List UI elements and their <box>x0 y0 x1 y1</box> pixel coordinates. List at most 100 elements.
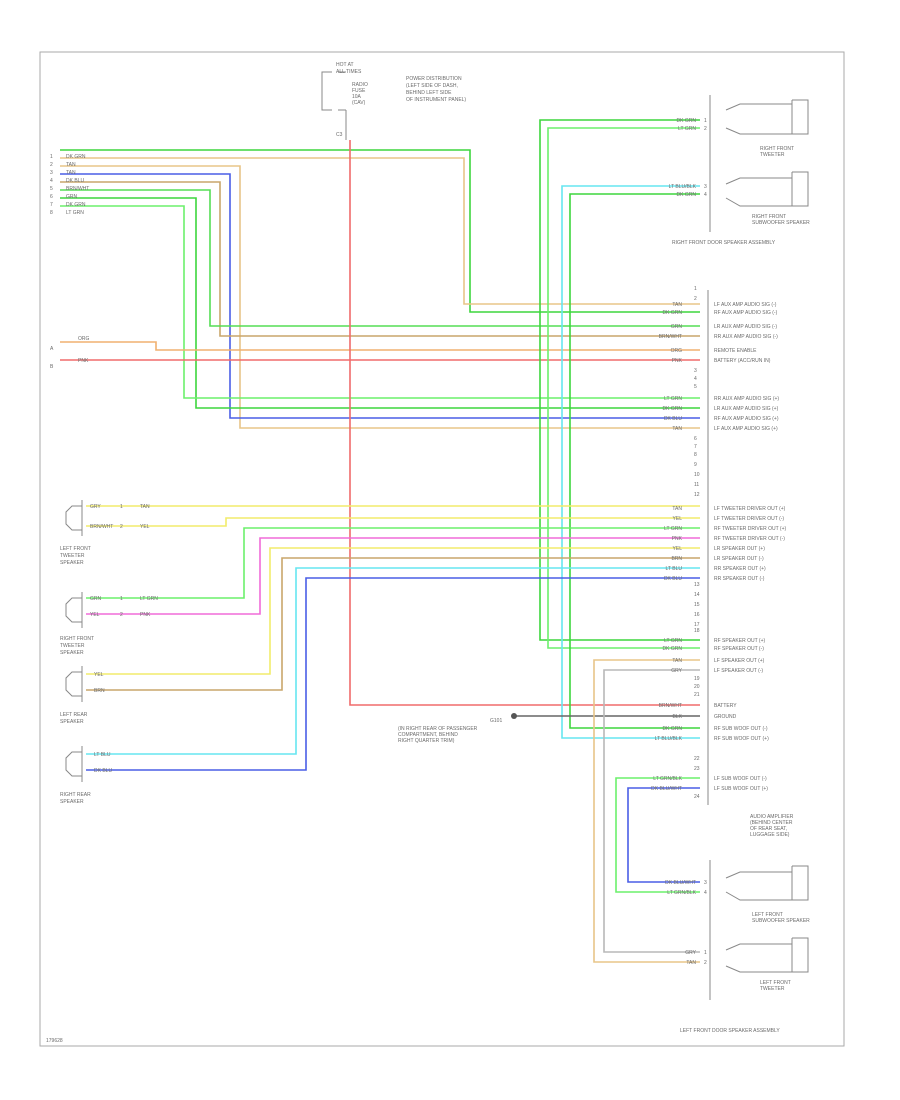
amp-block4-pin-label: LF SPEAKER OUT (+) <box>714 658 765 664</box>
power-distribution-label: POWER DISTRIBUTION <box>406 76 462 82</box>
wire-traces <box>60 119 700 963</box>
wire-grn-lr-sig-neg <box>60 189 700 327</box>
amp-block5-pin-label: BATTERY <box>714 703 737 709</box>
amp-block5-wire-label: LT BLU/BLK <box>655 736 683 742</box>
amp-pin-number: 6 <box>694 436 697 442</box>
lf-tweeter-pin: 1 <box>120 504 123 510</box>
power-distribution-label: OF INSTRUMENT PANEL) <box>406 97 466 103</box>
amp-pin-number: 5 <box>694 384 697 390</box>
amplifier-label: LUGGAGE SIDE) <box>750 832 790 838</box>
wire-dk-grn-rf-woofer <box>569 193 700 729</box>
footer-code: 179628 <box>46 1038 63 1044</box>
wire-tan-lf-sig-pos <box>60 165 700 429</box>
left-connector-pin: 7 <box>50 202 53 208</box>
amp-block2-pin-label: RF AUX AMP AUDIO SIG (+) <box>714 416 779 422</box>
amp-block1-pin-label: LF AUX AMP AUDIO SIG (-) <box>714 302 777 308</box>
rf-tweeter-left-speaker-label: TWEETER <box>60 643 85 649</box>
amp-block3-pin-label: RF TWEETER DRIVER OUT (-) <box>714 536 785 542</box>
rf-tweeter-speaker-symbol <box>725 99 809 135</box>
amp-pin-number: 8 <box>694 452 697 458</box>
amp-block3-wire-label: DK BLU <box>664 576 682 582</box>
amp-block3-wire-label: LT BLU <box>666 566 683 572</box>
amp-pin-number: 12 <box>694 492 700 498</box>
amp-block3-pin-label: RR SPEAKER OUT (+) <box>714 566 766 572</box>
wire-org-remote-enable <box>60 341 700 351</box>
lf-tweeter-bottom-wire-label: GRY <box>685 950 696 956</box>
diagram-frame <box>39 51 845 1047</box>
amp-block1-wire-label: TAN <box>672 302 682 308</box>
wire-tan-lf-tweeter-bottom <box>593 659 700 963</box>
amp-block6-wire-label: LT GRN/BLK <box>653 776 682 782</box>
wire-dk-blu-rr-speaker-neg <box>86 577 700 771</box>
amp-block3-pin-label: LR SPEAKER OUT (-) <box>714 556 764 562</box>
wire-lt-grn-rr-sig-pos <box>60 205 700 399</box>
amp-pin-number: 11 <box>694 482 699 488</box>
lf-tweeter-left-label: SPEAKER <box>60 560 84 566</box>
fuse-header-label: ALL TIMES <box>336 69 362 75</box>
left-connector-pin: 1 <box>50 154 53 160</box>
fuse-symbol <box>321 71 346 111</box>
amp-block3-pin-label: RF TWEETER DRIVER OUT (+) <box>714 526 787 532</box>
amp-block1-wire-label: BRN/WHT <box>659 334 682 340</box>
rf-tweeter-left-wire-b: LT GRN <box>140 596 158 602</box>
left-wire-label: DK BLU <box>66 178 84 184</box>
wire-lt-blu-rr-speaker-pos <box>86 567 700 755</box>
amp-pin-number: 9 <box>694 462 697 468</box>
amp-block4-pin-label: LF SPEAKER OUT (-) <box>714 668 763 674</box>
amp-pin-number: 4 <box>694 376 697 382</box>
lr-speaker-symbol <box>65 666 83 702</box>
wire-brn-lr-speaker-neg <box>86 557 700 691</box>
connectors <box>65 71 809 1000</box>
lf-tweeter-wire-a: BRN/WHT <box>90 524 113 530</box>
amp-block2-pin-label: LR AUX AMP AUDIO SIG (+) <box>714 406 779 412</box>
wire-pnk-rf-tweeter-neg <box>86 537 700 615</box>
amp-block5-wire-label: DK GRN <box>663 726 683 732</box>
amp-block2-wire-label: TAN <box>672 426 682 432</box>
amp-pin-number: 18 <box>694 628 700 634</box>
amp-block6-wire-label: DK BLU/WHT <box>651 786 682 792</box>
lf-woofer-label: SUBWOOFER SPEAKER <box>752 918 810 924</box>
amp-pin-number: 22 <box>694 756 700 762</box>
amp-pin-number: 17 <box>694 622 700 628</box>
mid-wire-label: PNK <box>78 358 89 364</box>
ground-location-label: COMPARTMENT, BEHIND <box>398 732 458 738</box>
rf-tweeter-pin: 1 <box>704 118 707 124</box>
rf-tweeter-left-pin: 1 <box>120 596 123 602</box>
rf-tweeter-left-wire-a: GRN <box>90 596 102 602</box>
fuse-label: (CAV) <box>352 100 366 106</box>
lf-tweeter-bottom-label: LEFT FRONT <box>760 980 791 986</box>
lf-tweeter-bottom-label: TWEETER <box>760 986 785 992</box>
fuse-label: RADIO <box>352 82 368 88</box>
lf-tweeter-pin: 2 <box>120 524 123 530</box>
lf-tweeter-wire-b: YEL <box>140 524 150 530</box>
rf-tweeter-label: RIGHT FRONT <box>760 146 794 152</box>
amp-block3-wire-label: PNK <box>672 536 683 542</box>
amp-pin-number: 16 <box>694 612 700 618</box>
amp-block1-pin-label: BATTERY (ACC/RUN IN) <box>714 358 771 364</box>
rf-woofer-wire-label: DK GRN <box>677 192 697 198</box>
rf-tweeter-left-symbol <box>65 592 83 628</box>
lf-woofer-speaker-symbol <box>725 865 809 901</box>
left-connector-pin: 6 <box>50 194 53 200</box>
lf-woofer-wire-label: LT GRN/BLK <box>667 890 696 896</box>
lf-tweeter-wire-b: TAN <box>140 504 150 510</box>
rr-speaker-label: RIGHT REAR <box>60 792 91 798</box>
amp-block4-wire-label: DK GRN <box>663 646 683 652</box>
amplifier-label: OF REAR SEAT, <box>750 826 787 832</box>
amplifier-label: AUDIO AMPLIFIER <box>750 814 794 820</box>
rf-woofer-label: SUBWOOFER SPEAKER <box>752 220 810 226</box>
rf-woofer-label: RIGHT FRONT <box>752 214 786 220</box>
ground-g101 <box>511 713 517 719</box>
left-wire-label: TAN <box>66 162 76 168</box>
ground-location-label: RIGHT QUARTER TRIM) <box>398 738 455 744</box>
amp-block4-wire-label: GRY <box>671 668 682 674</box>
amp-block6-pin-label: LF SUB WOOF OUT (-) <box>714 776 767 782</box>
rr-speaker-symbol <box>65 746 83 782</box>
wire-lt-grn-rf-tweeter <box>547 127 700 649</box>
fuse-pin-label: C3 <box>336 132 343 138</box>
lf-tweeter-left-label: TWEETER <box>60 553 85 559</box>
wire-dk-grn-lr-sig-pos <box>60 197 700 409</box>
wire-yel-lr-speaker-pos <box>86 547 700 675</box>
